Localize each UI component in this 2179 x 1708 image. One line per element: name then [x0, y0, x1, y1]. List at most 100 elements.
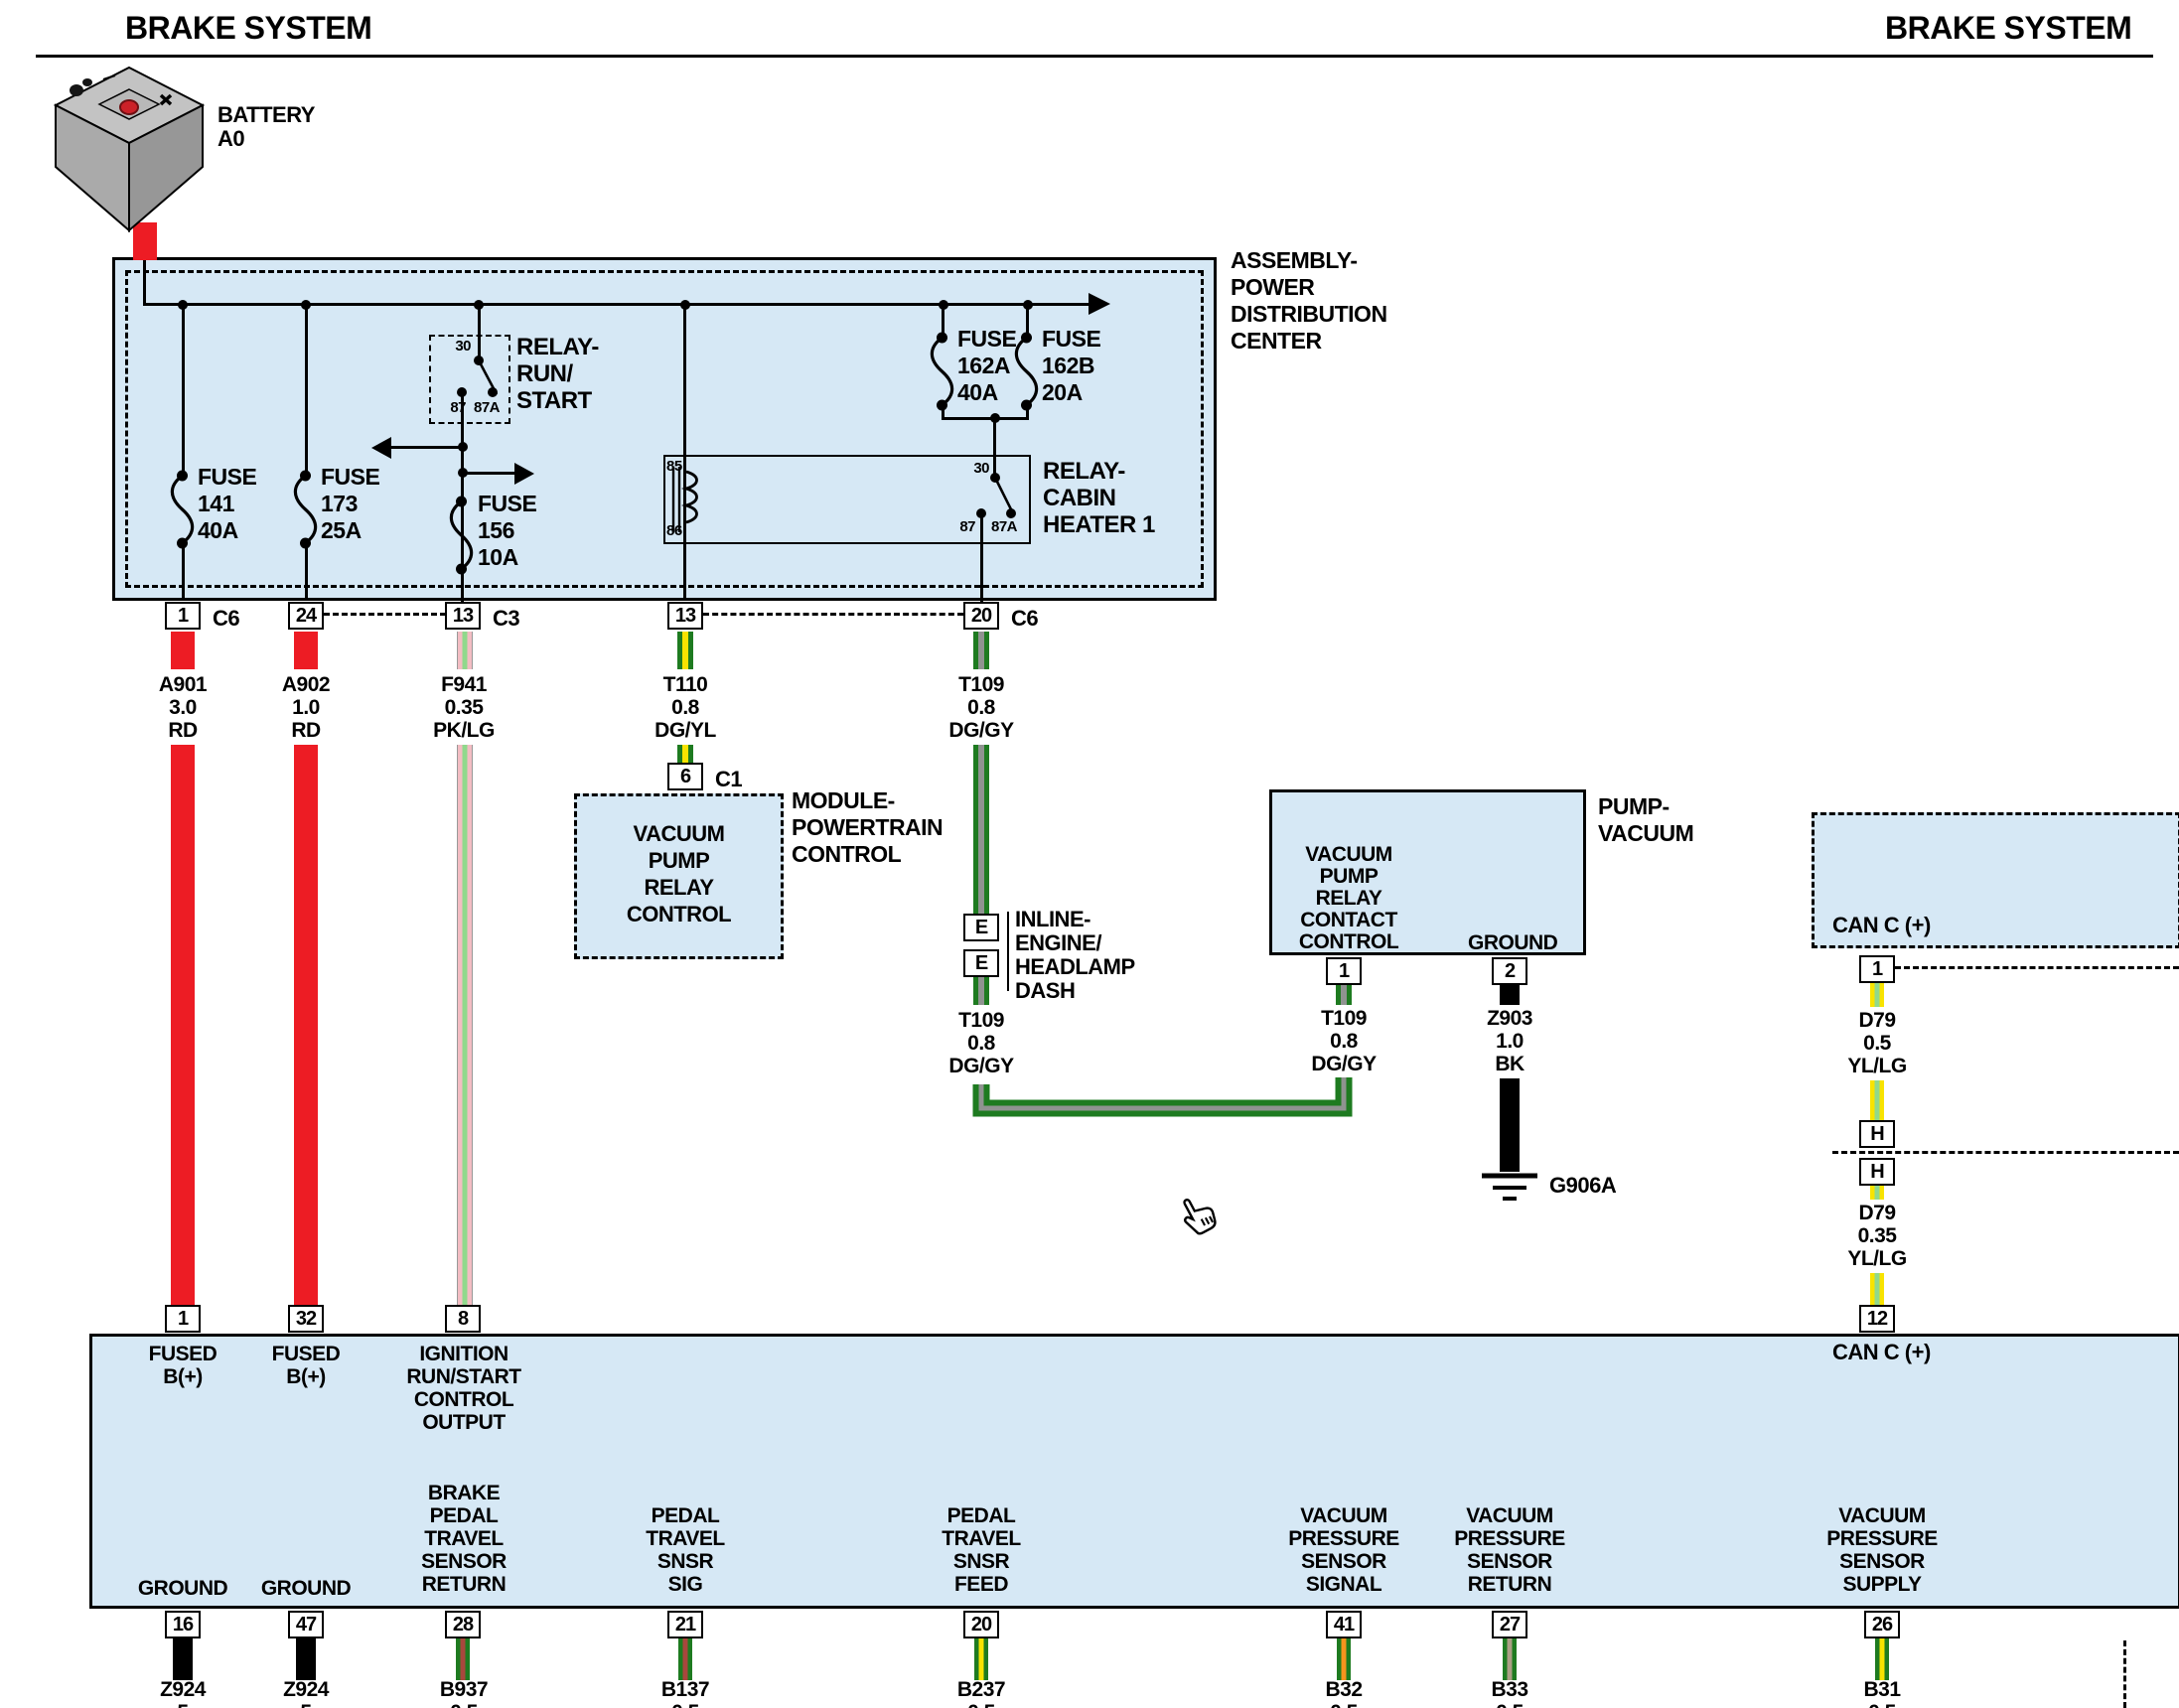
- wire-f941-stub: [457, 632, 473, 669]
- fuse141-out-line: [182, 548, 185, 600]
- bottom-ground2-label: GROUND: [260, 1577, 352, 1600]
- bottom-vac-ret-label: VACUUM PRESSURE SENSOR RETURN: [1454, 1504, 1565, 1596]
- terminal-30: 30: [455, 338, 471, 355]
- wire-t109: [973, 745, 989, 914]
- junction-dot: [680, 300, 690, 310]
- relay-contact-dot: [1006, 508, 1016, 518]
- pin-27: 27: [1492, 1611, 1527, 1638]
- title-rule: [36, 55, 2153, 58]
- cursor-hand-icon: [1183, 1199, 1217, 1235]
- battery-label: BATTERY A0: [218, 102, 315, 151]
- wire-z903-stub: [1500, 985, 1520, 1005]
- fuse-141-label: FUSE 141 40A: [198, 464, 257, 543]
- wire-b137-label: B137 0.5: [660, 1678, 710, 1708]
- wire-b937: [456, 1638, 470, 1680]
- fuse162b-out-line: [1026, 408, 1029, 420]
- wire-d79-upper: [1870, 1080, 1884, 1120]
- relay-runstart-label: RELAY- RUN/ START: [516, 334, 599, 414]
- wire-t109-pump-stub: [1336, 985, 1352, 1005]
- bottom-ignition-label: IGNITION RUN/START CONTROL OUTPUT: [406, 1343, 521, 1434]
- fuse-173-label: FUSE 173 25A: [321, 464, 380, 543]
- wire-z924-1: [173, 1638, 193, 1680]
- inline-connector-e1: E: [963, 914, 999, 941]
- connector-name-c6: C6: [213, 606, 240, 631]
- fuse162a-feed-line: [942, 305, 944, 333]
- pin-28: 28: [445, 1611, 481, 1638]
- wire-b937-label: B937 0.5: [439, 1678, 489, 1708]
- wire-a901-stub: [171, 632, 195, 669]
- bus-line: [143, 303, 1089, 306]
- inline-e1-label: INLINE- ENGINE/: [1015, 907, 1101, 955]
- wire-b137: [678, 1638, 692, 1680]
- terminal-87: 87: [450, 399, 466, 416]
- wire-t109-label: T109 0.8 DG/GY: [948, 673, 1014, 742]
- wire-t109-stub: [973, 632, 989, 669]
- wire-z924-1-label: Z924 5: [160, 1678, 206, 1708]
- pin-1: 1: [165, 1305, 201, 1333]
- relay-contact-dot: [488, 387, 498, 397]
- inline-e2-label: HEADLAMP DASH: [1015, 954, 1135, 1003]
- page-break-dashed: [2123, 1640, 2126, 1708]
- fuse173-feed-line: [305, 305, 308, 471]
- fuse141-feed-line: [182, 305, 185, 471]
- battery-icon: [53, 66, 206, 233]
- wire-z903-label: Z903 1.0 BK: [1487, 1007, 1532, 1075]
- connector-link-dashed: [703, 613, 963, 616]
- junction-dot: [990, 413, 1000, 423]
- wire-d79-lower-label: D79 0.35 YL/LG: [1847, 1202, 1907, 1270]
- connector-link-dashed: [1832, 1151, 2179, 1154]
- pin-12: 12: [1859, 1305, 1895, 1333]
- fuse-156-icon: [449, 496, 474, 575]
- bus-entry-line: [143, 260, 146, 306]
- bottom-brake-pedal-label: BRAKE PEDAL TRAVEL SENSOR RETURN: [421, 1482, 507, 1596]
- relay-contact-dot: [457, 387, 467, 397]
- wire-a902: [294, 745, 318, 1305]
- pin-16: 16: [165, 1611, 201, 1638]
- module-pcm-box-label: VACUUM PUMP RELAY CONTROL: [626, 821, 732, 926]
- wire-d79-stub: [1870, 983, 1884, 1007]
- wire-a902-stub: [294, 632, 318, 669]
- battery-feed-wire: [133, 222, 157, 260]
- pump-pin-2: 2: [1492, 957, 1527, 985]
- terminal-85: 85: [666, 458, 682, 475]
- wire-a901-label: A901 3.0 RD: [158, 673, 208, 742]
- wire-f941-label: F941 0.35 PK/LG: [433, 673, 495, 742]
- wire-b237: [974, 1638, 988, 1680]
- wire-b33-label: B33 0.5: [1491, 1678, 1528, 1708]
- relay-cabin-out-line: [980, 513, 983, 603]
- pin-41: 41: [1326, 1611, 1362, 1638]
- fuse162a-out-line: [942, 408, 944, 420]
- fuse162-to-relay-line: [993, 418, 996, 475]
- bottom-pedal-feed-label: PEDAL TRAVEL SNSR FEED: [942, 1504, 1021, 1596]
- relay-cabin-label: RELAY- CABIN HEATER 1: [1043, 458, 1155, 538]
- fuse-156-label: FUSE 156 10A: [478, 491, 537, 570]
- wire-t109-l-run: [972, 1077, 1353, 1117]
- connector-name-c3: C3: [493, 606, 520, 631]
- relay-runstart-feed-line: [478, 305, 481, 359]
- pin-13-c3: 13: [445, 602, 481, 630]
- can-module-box: [1812, 812, 2179, 948]
- wire-d79-upper-label: D79 0.5 YL/LG: [1847, 1009, 1907, 1077]
- pin-13: 13: [667, 602, 703, 630]
- pin-24: 24: [288, 602, 324, 630]
- bus-arrowhead: [1089, 293, 1110, 315]
- wire-a901: [171, 745, 195, 1305]
- wire-b33: [1503, 1638, 1517, 1680]
- can-lower-label: CAN C (+): [1832, 1340, 1931, 1364]
- branch-right-arrowhead: [514, 463, 534, 485]
- wire-a902-label: A902 1.0 RD: [281, 673, 331, 742]
- connector-name-c6: C6: [1011, 606, 1039, 631]
- fuse-162b-label: FUSE 162B 20A: [1042, 326, 1101, 405]
- branch-right-line: [463, 472, 516, 475]
- pump-pin-1: 1: [1326, 957, 1362, 985]
- relay-cabin-box: [663, 455, 1031, 544]
- module-pcm-box: [574, 793, 784, 959]
- wire-d79-lower: [1870, 1273, 1884, 1305]
- pin-8: 8: [445, 1305, 481, 1333]
- pin-32: 32: [288, 1305, 324, 1333]
- bottom-fused-b2-label: FUSED B(+): [271, 1343, 341, 1388]
- wire-t110: [677, 745, 693, 763]
- module-pcm-label: MODULE- POWERTRAIN CONTROL: [792, 787, 944, 867]
- ground-g906a-label: G906A: [1549, 1173, 1617, 1198]
- pump-vacuum-label: PUMP- VACUUM: [1598, 793, 1694, 846]
